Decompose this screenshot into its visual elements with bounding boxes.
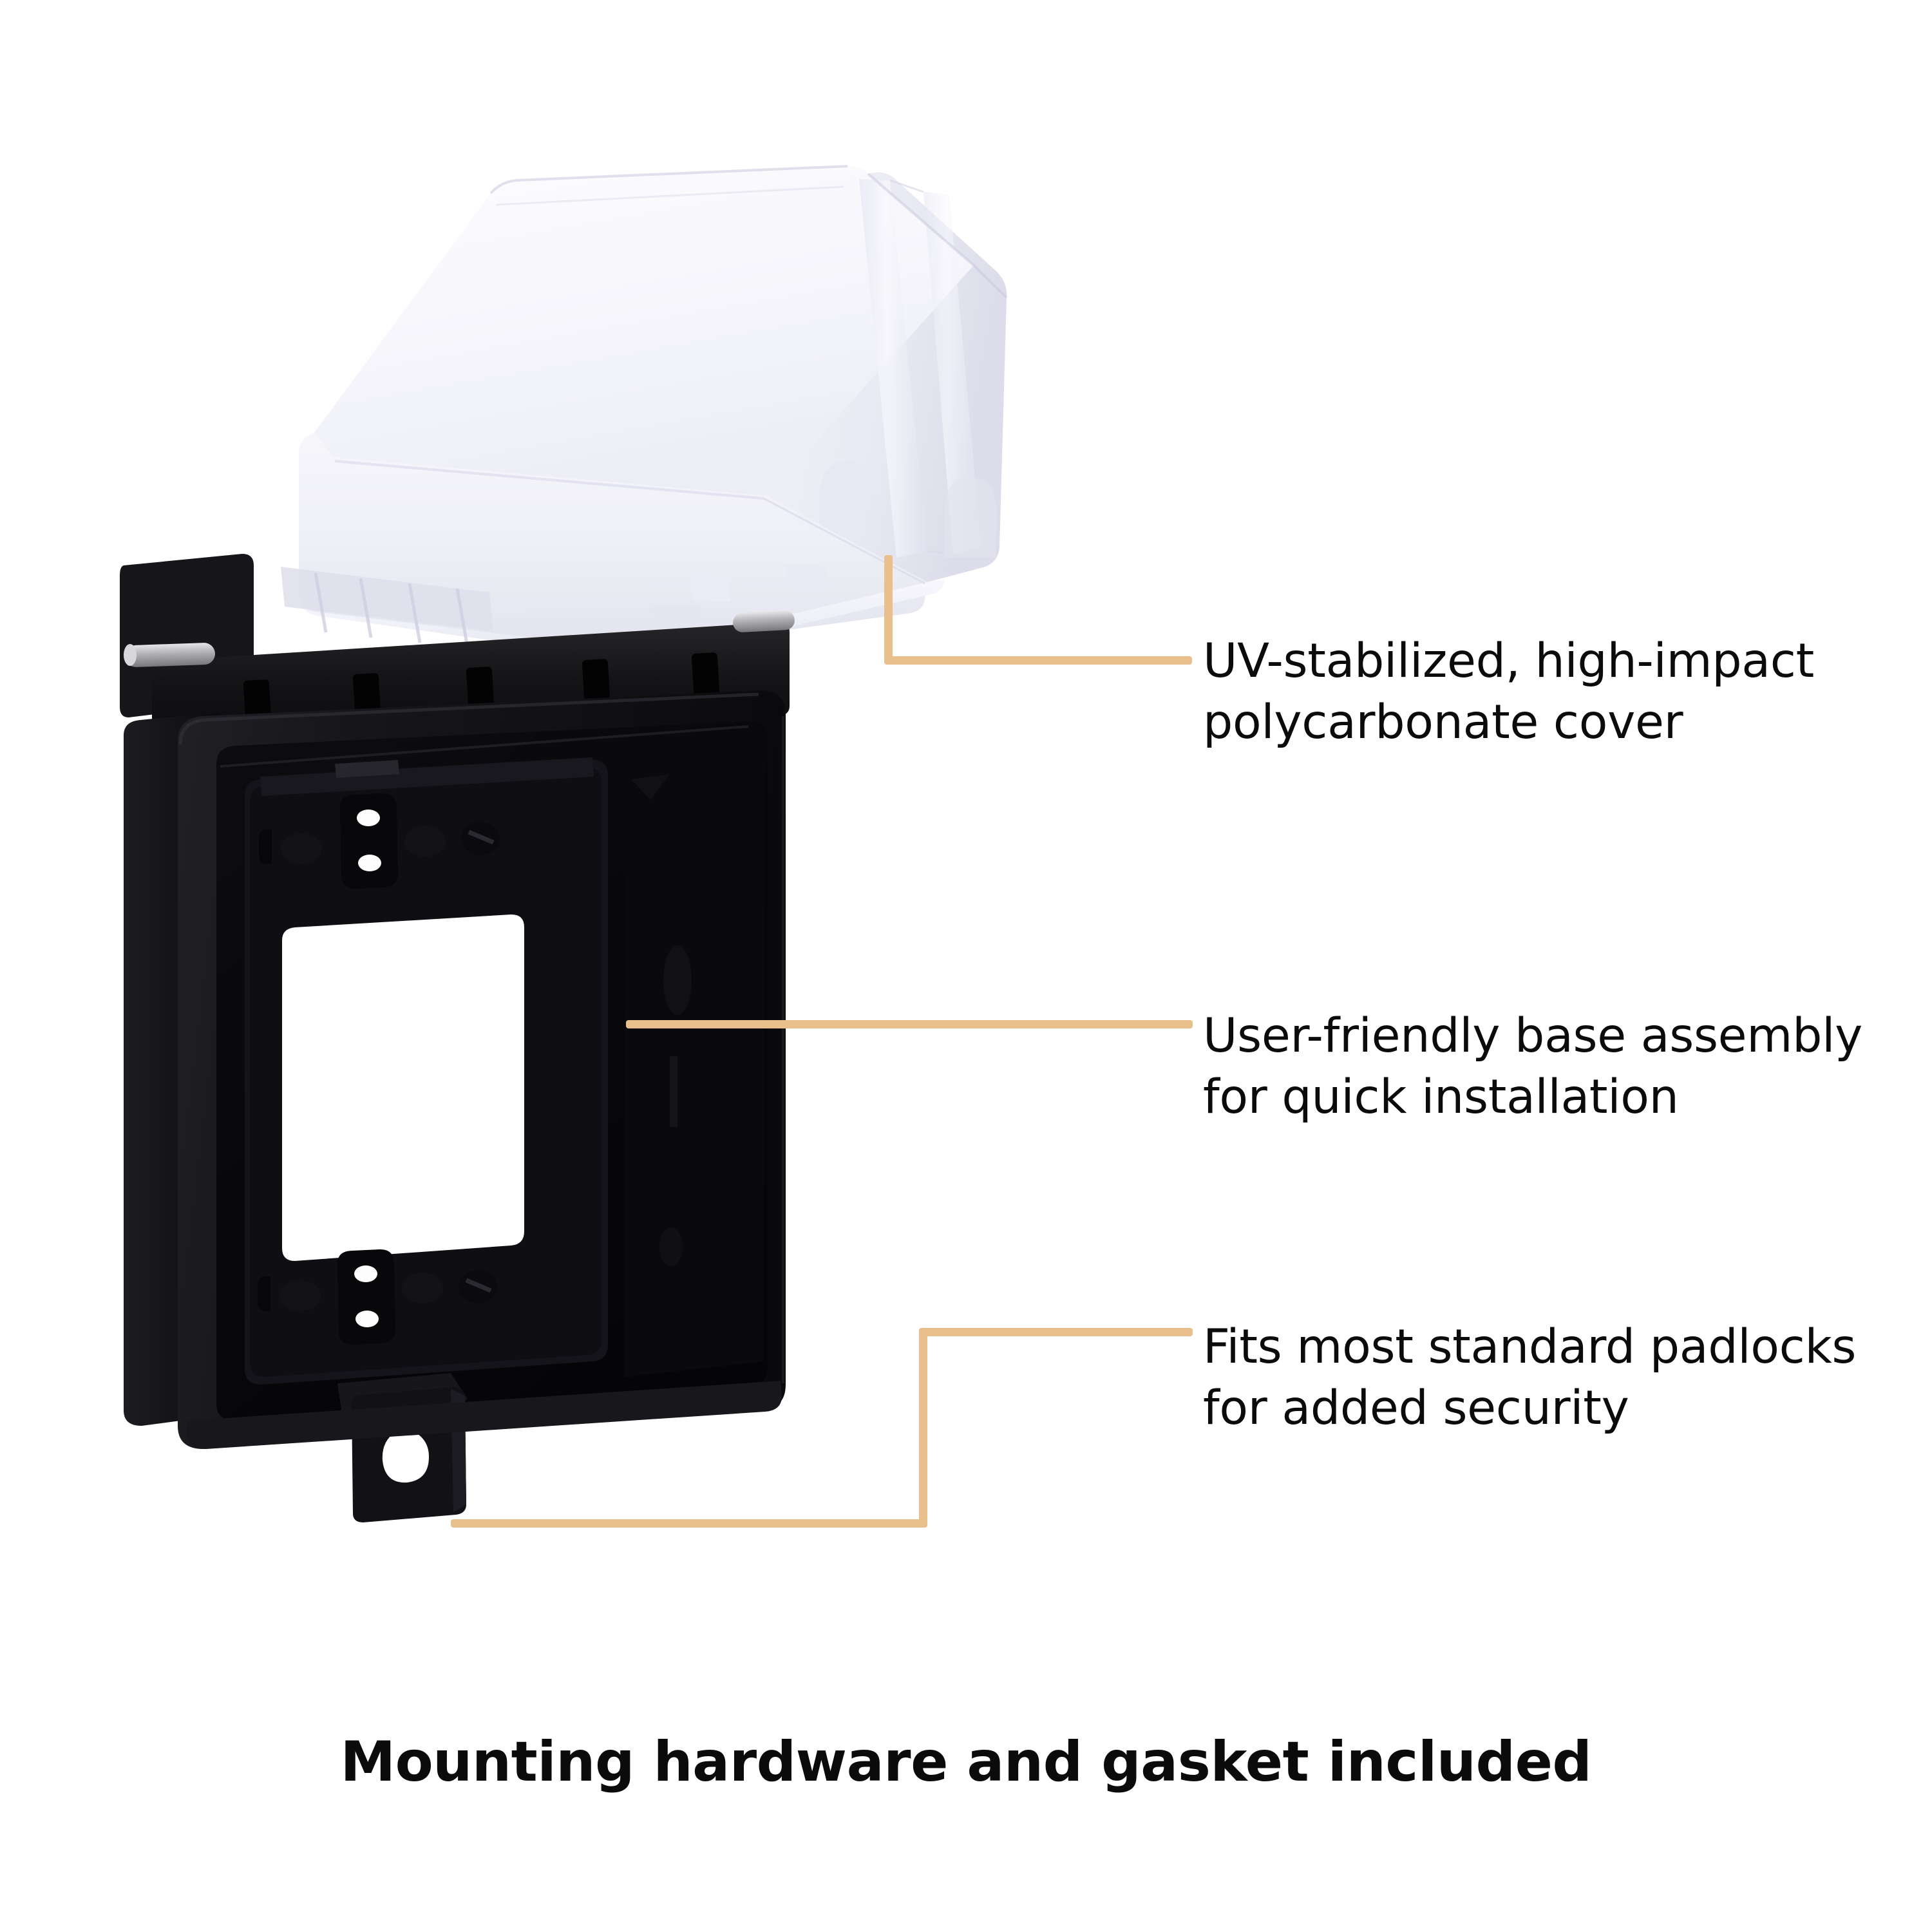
- cover-ribs: [859, 179, 981, 558]
- decorator-device-opening: [282, 914, 524, 1261]
- cover-hinge-knuckles: [281, 567, 493, 649]
- headline-text: Mounting hardware and gasket included: [340, 1730, 1592, 1794]
- leader-line-cover-vertical: [884, 555, 893, 665]
- base-top-mounting-holes: [259, 793, 500, 889]
- leader-line-padlock-lower: [451, 1519, 927, 1528]
- clear-polycarbonate-cover: [277, 97, 1224, 676]
- base-bottom-mounting-holes: [258, 1249, 497, 1345]
- leader-line-cover-horizontal: [884, 656, 1192, 665]
- base-right-inner-wall: [625, 755, 764, 1377]
- black-base-assembly: [116, 547, 799, 1578]
- cover-bottom-flange: [299, 460, 944, 661]
- callout-label-base: User-friendly base assembly for quick in…: [1203, 1009, 1863, 1124]
- leader-line-base-horizontal: [626, 1020, 1193, 1028]
- leader-line-padlock-vertical: [919, 1328, 927, 1528]
- callout-label-padlock: Fits most standard padlocks for added se…: [1203, 1320, 1857, 1435]
- base-edge-highlights: [178, 692, 784, 1383]
- callout-label-cover: UV-stabilized, high-impact polycarbonate…: [1203, 634, 1814, 750]
- cover-top-face: [314, 166, 974, 496]
- cover-latch-bosses: [460, 564, 828, 620]
- metal-hinge-pin-right: [733, 611, 795, 632]
- base-bottom-lip: [187, 1381, 782, 1449]
- metal-hinge-pin: [124, 643, 215, 667]
- leader-line-padlock-upper: [919, 1328, 1193, 1336]
- padlock-hasp-tab: [337, 1373, 468, 1522]
- base-gasket-channel: [260, 757, 594, 796]
